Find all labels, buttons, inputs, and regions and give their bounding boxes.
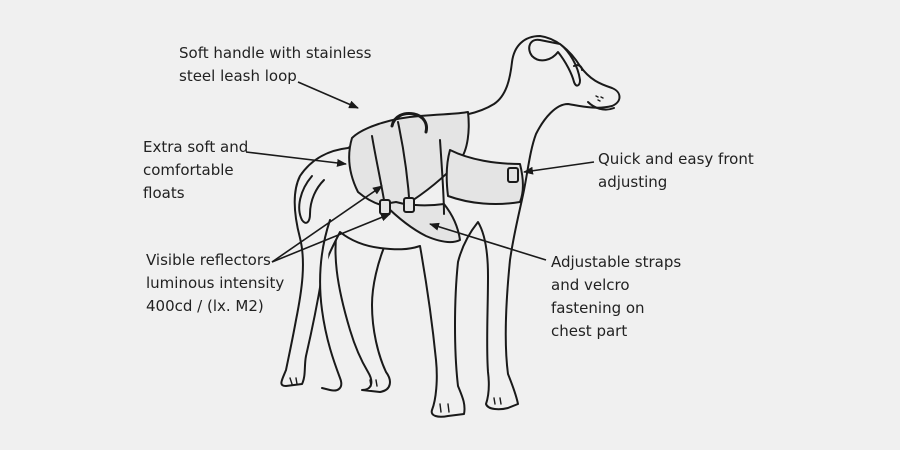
arrow-handle (297, 81, 359, 109)
label-line: Soft handle with stainless (179, 44, 372, 62)
label-line: and velcro (551, 276, 630, 294)
label-front-adjusting: Quick and easy front adjusting (598, 148, 754, 194)
label-floats: Extra soft and comfortable floats (143, 136, 248, 205)
arrow-reflect-2 (271, 213, 391, 263)
label-line: adjusting (598, 173, 668, 191)
label-line: Extra soft and (143, 138, 249, 156)
life-vest-icon (348, 111, 524, 244)
arrow-front (523, 161, 595, 175)
label-line: comfortable (143, 161, 234, 179)
label-soft-handle: Soft handle with stainless steel leash l… (179, 42, 371, 88)
label-line: floats (143, 184, 185, 202)
label-reflectors: Visible reflectors luminous intensity 40… (146, 249, 284, 318)
label-line: chest part (551, 322, 628, 340)
label-line: steel leash loop (179, 67, 297, 85)
arrow-reflect-1 (271, 185, 383, 263)
arrow-floats (245, 151, 347, 167)
label-line: fastening on (551, 299, 645, 317)
label-line: Quick and easy front (598, 150, 754, 168)
annotation-arrows (245, 81, 595, 263)
label-line: 400cd / (lx. M2) (146, 297, 264, 315)
label-line: luminous intensity (146, 274, 285, 292)
label-line: Adjustable straps (551, 253, 682, 271)
label-adjustable-straps: Adjustable straps and velcro fastening o… (551, 251, 681, 343)
arrow-straps (429, 222, 547, 261)
label-line: Visible reflectors (146, 251, 271, 269)
